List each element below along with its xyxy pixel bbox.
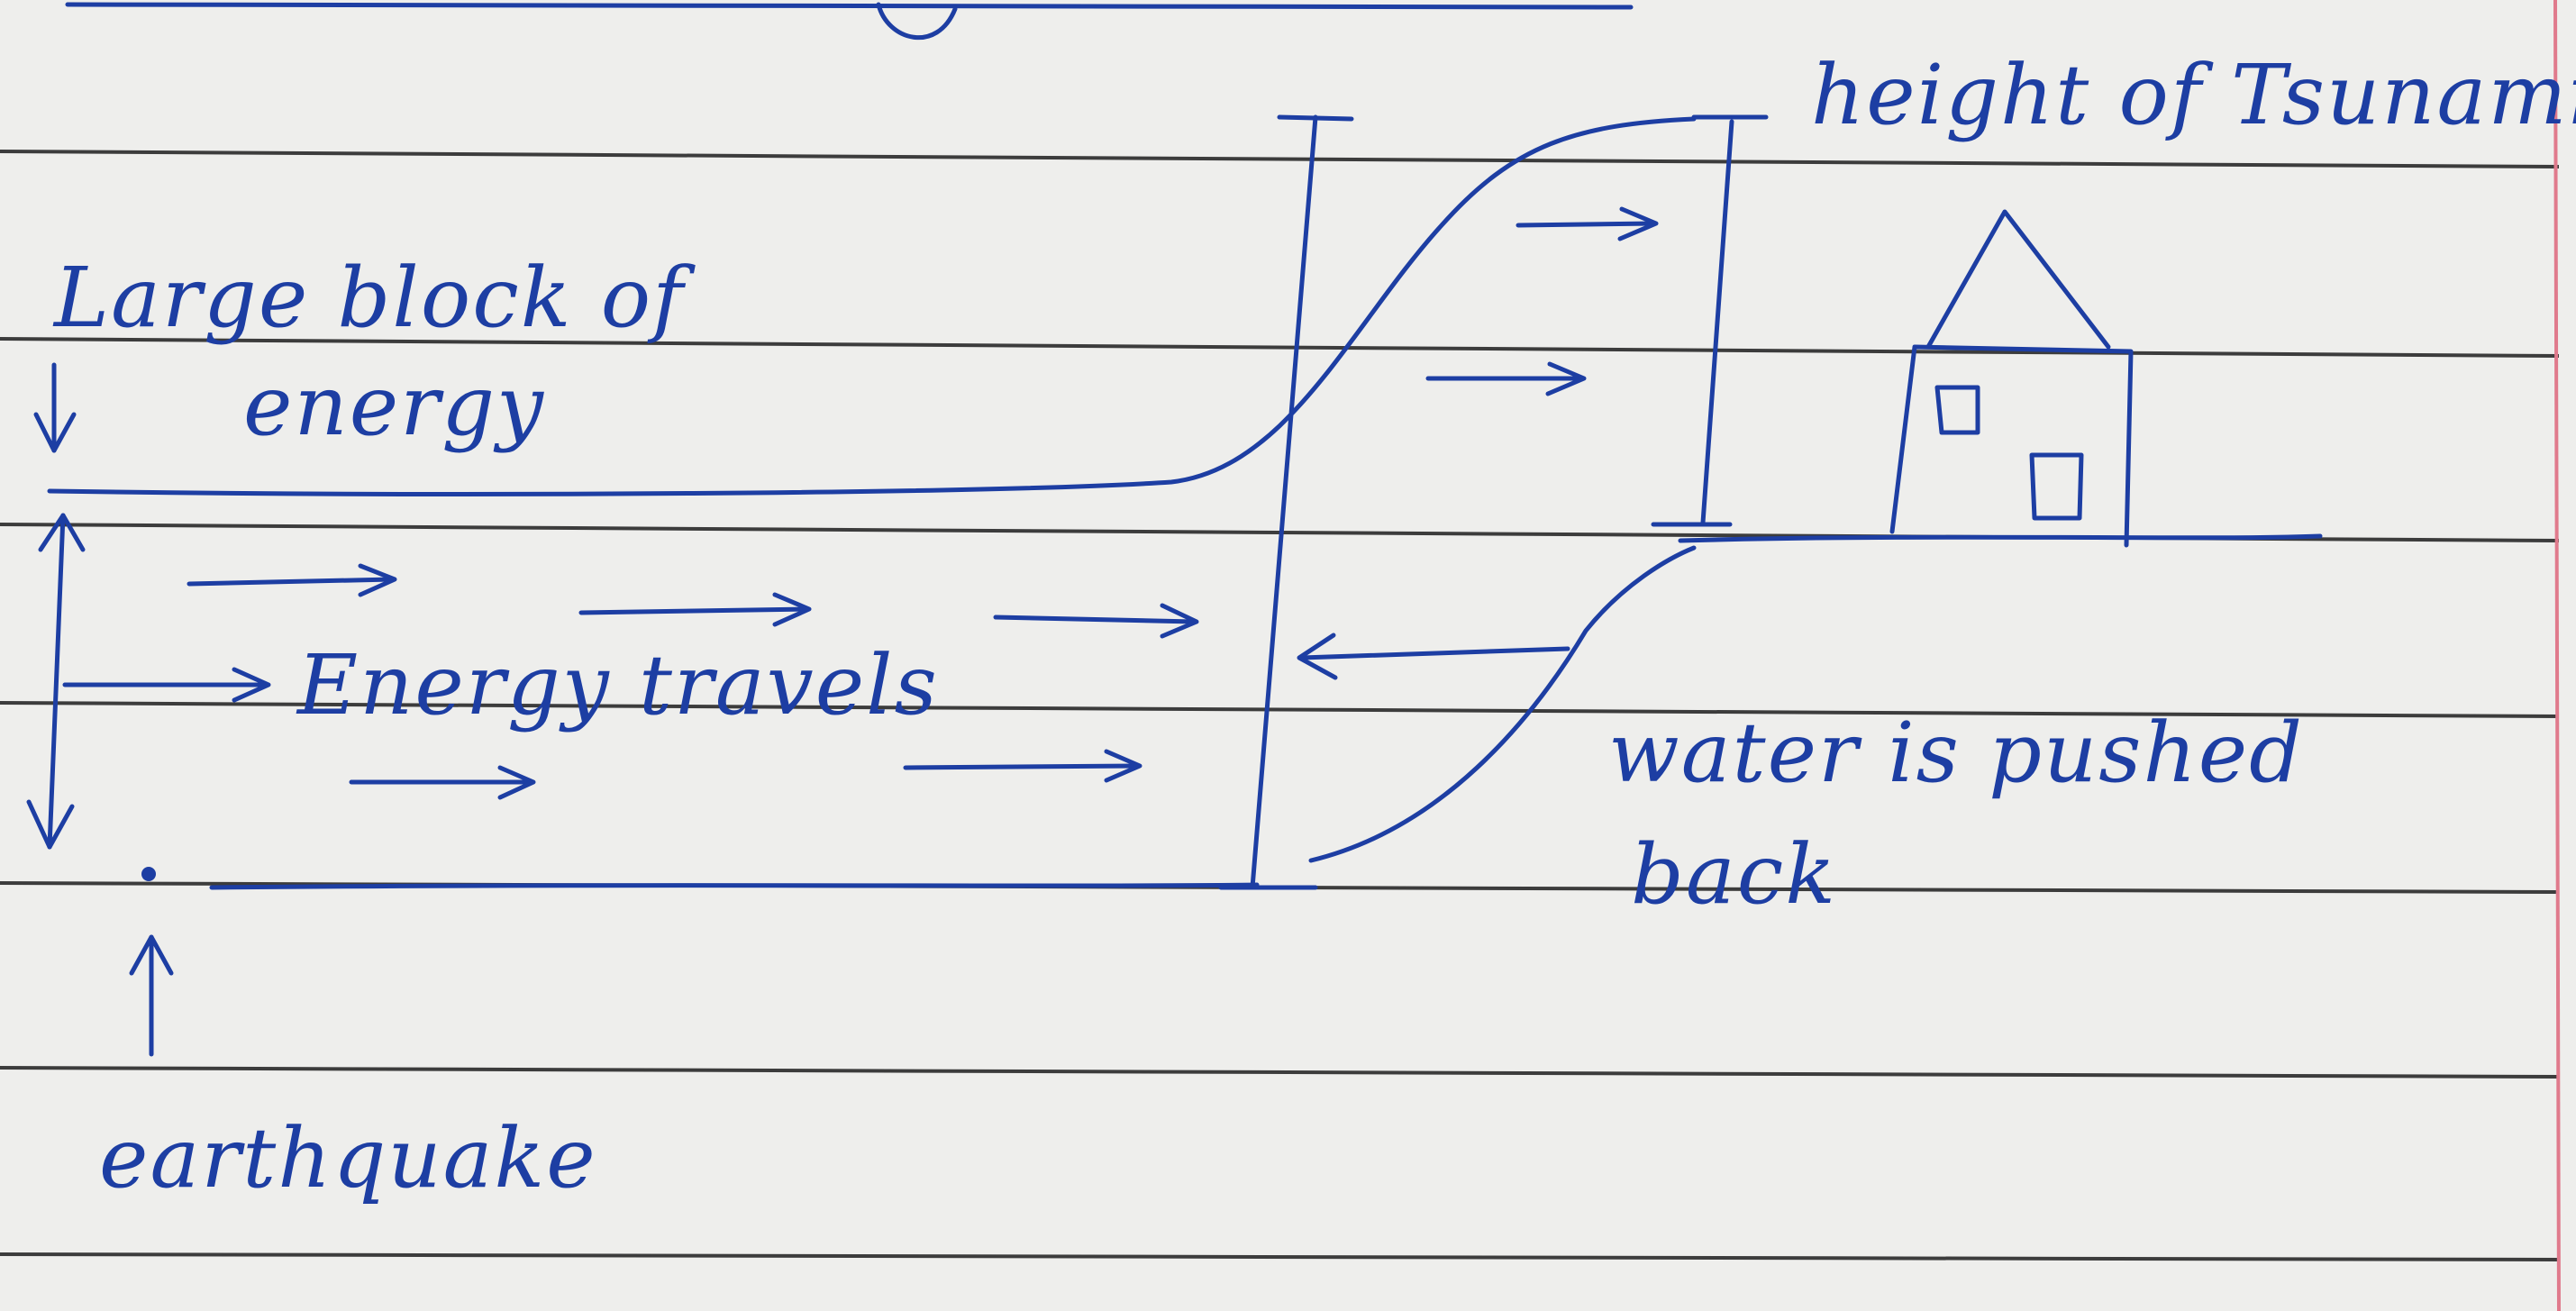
energy-arrows bbox=[62, 563, 1199, 800]
margin-line bbox=[2553, 0, 2561, 1311]
shore-slope bbox=[1308, 545, 1697, 863]
depth-arrow bbox=[26, 513, 86, 850]
down-arrow-icon bbox=[33, 362, 77, 453]
sea-surface-wave bbox=[47, 116, 1697, 496]
label-height-of-tsunami: height of Tsunami bbox=[1811, 47, 2576, 143]
label-energy: energy bbox=[243, 358, 545, 454]
label-large-block: Large block of bbox=[54, 250, 686, 346]
label-energy-travels: Energy travels bbox=[297, 637, 939, 733]
tsunami-height-measure bbox=[1651, 114, 1769, 527]
sea-floor-line bbox=[209, 882, 1260, 890]
wave-arrows bbox=[1425, 206, 1659, 396]
house-icon bbox=[1889, 209, 2134, 548]
heading-underline bbox=[65, 2, 1634, 41]
earthquake-pointer bbox=[129, 867, 174, 1057]
wave-front-marker bbox=[1218, 114, 1354, 890]
label-earthquake: earthquake bbox=[99, 1110, 597, 1206]
pushed-back-arrow bbox=[1297, 633, 1570, 680]
label-back: back bbox=[1631, 826, 1838, 923]
label-water-pushed: water is pushed bbox=[1608, 705, 2305, 801]
land-line bbox=[1678, 533, 2323, 543]
